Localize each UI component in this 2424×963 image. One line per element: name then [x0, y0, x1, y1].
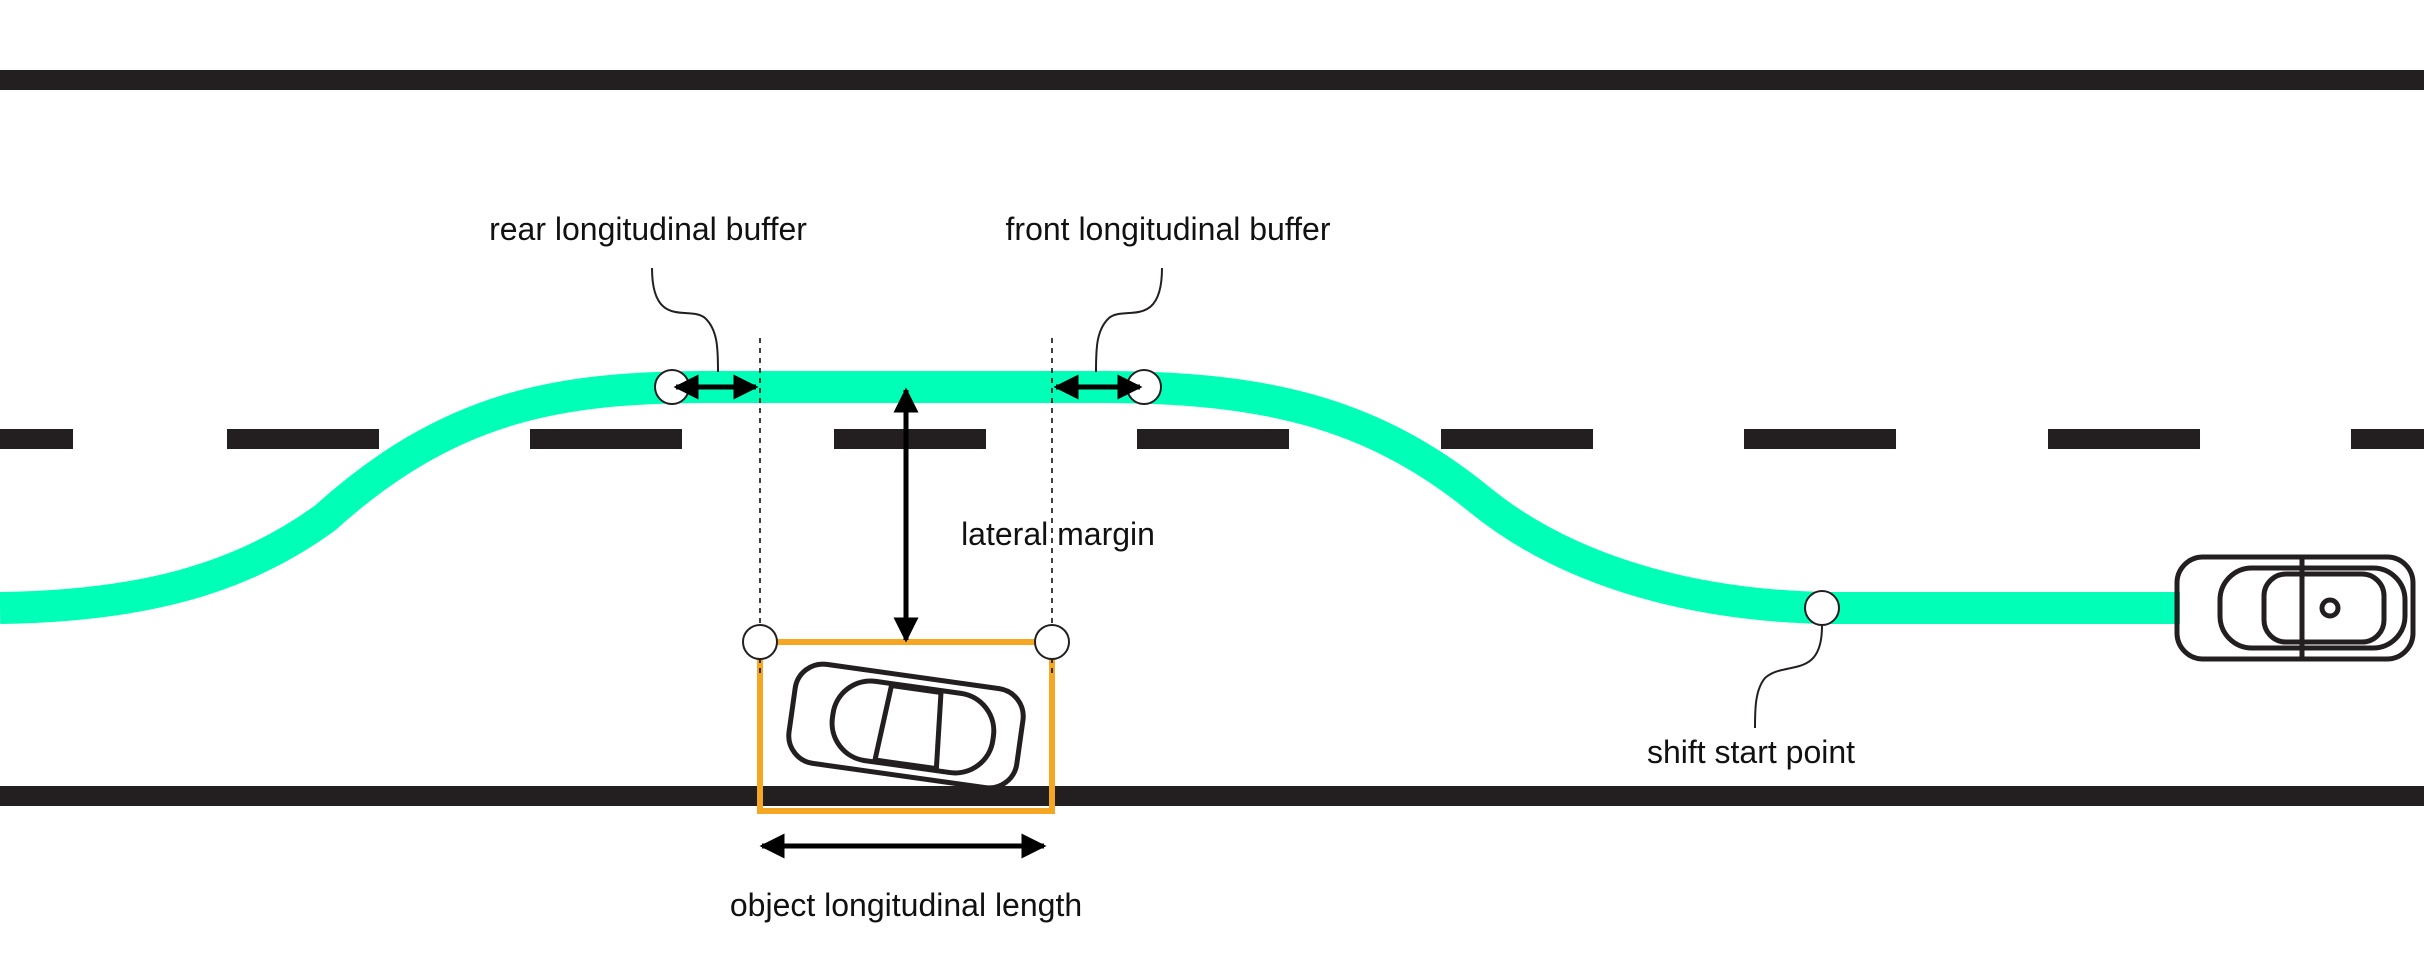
leader-lines	[651, 267, 1823, 729]
shift-start-label: shift start point	[1647, 734, 1855, 770]
avoidance-path	[0, 371, 2180, 624]
parked-vehicle-icon	[786, 661, 1026, 791]
path-key-points	[654, 369, 1840, 660]
rear-buffer-leader	[651, 267, 719, 373]
object-length-label: object longitudinal length	[730, 887, 1082, 923]
front-buffer-label: front longitudinal buffer	[1006, 211, 1331, 247]
front-buffer-leader	[1095, 267, 1163, 373]
object-front-corner-point	[1034, 624, 1070, 660]
road-top-boundary	[0, 70, 2424, 90]
lateral-margin-label: lateral margin	[961, 516, 1155, 552]
shift-start-point-marker	[1804, 590, 1840, 626]
lane-divider-dashes	[0, 429, 2424, 449]
ego-vehicle-icon	[2174, 554, 2416, 662]
shift-start-leader	[1754, 625, 1823, 729]
rear-buffer-label: rear longitudinal buffer	[489, 211, 807, 247]
road-bottom-boundary	[0, 786, 2424, 806]
object-bounding-box	[757, 639, 1055, 814]
object-rear-corner-point	[742, 624, 778, 660]
dimension-arrows	[673, 374, 1143, 859]
